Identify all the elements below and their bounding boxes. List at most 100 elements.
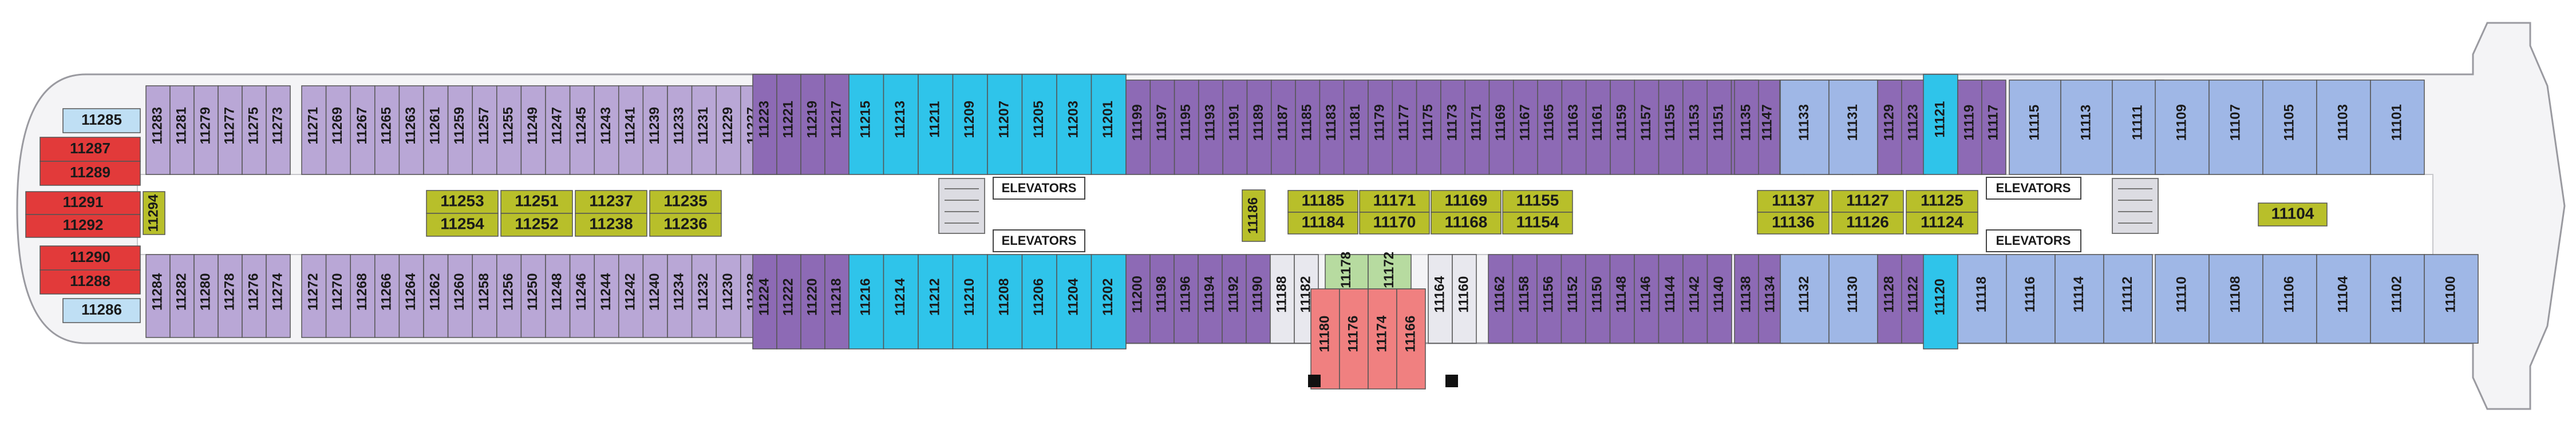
cabin-11275[interactable] <box>242 85 267 175</box>
cabin-11194[interactable] <box>1198 254 1223 344</box>
cabin-11244[interactable] <box>594 254 619 338</box>
cabin-11170[interactable] <box>1359 212 1430 235</box>
cabin-11116[interactable] <box>2006 254 2056 344</box>
cabin-11129[interactable] <box>1877 80 1902 175</box>
cabin-11122[interactable] <box>1901 254 1926 344</box>
cabin-11162[interactable] <box>1488 254 1514 344</box>
cabin-11120[interactable] <box>1923 254 1958 349</box>
cabin-11163[interactable] <box>1561 80 1587 175</box>
cabin-11280[interactable] <box>193 254 219 338</box>
cabin-11215[interactable] <box>848 74 884 175</box>
cabin-11152[interactable] <box>1560 254 1586 344</box>
cabin-11201[interactable] <box>1091 74 1127 175</box>
cabin-11256[interactable] <box>496 254 522 338</box>
cabin-11203[interactable] <box>1056 74 1092 175</box>
cabin-11175[interactable] <box>1416 80 1441 175</box>
cabin-11260[interactable] <box>447 254 473 338</box>
cabin-11254[interactable] <box>426 213 499 237</box>
cabin-11218[interactable] <box>824 254 850 349</box>
cabin-11274[interactable] <box>266 254 291 338</box>
cabin-11119[interactable] <box>1957 80 1982 175</box>
cabin-11160[interactable] <box>1452 254 1477 344</box>
cabin-11221[interactable] <box>776 74 801 175</box>
cabin-11211[interactable] <box>918 74 954 175</box>
cabin-11101[interactable] <box>2370 80 2425 175</box>
cabin-11282[interactable] <box>169 254 195 338</box>
cabin-11138[interactable] <box>1734 254 1759 344</box>
cabin-11186[interactable] <box>1242 189 1266 242</box>
cabin-11199[interactable] <box>1125 80 1151 175</box>
cabin-11237[interactable] <box>575 190 647 214</box>
cabin-11267[interactable] <box>350 85 376 175</box>
cabin-11155[interactable] <box>1502 190 1573 213</box>
cabin-11190[interactable] <box>1246 254 1271 344</box>
cabin-11142[interactable] <box>1682 254 1708 344</box>
cabin-11154[interactable] <box>1502 212 1573 235</box>
cabin-11234[interactable] <box>667 254 693 338</box>
cabin-11180[interactable] <box>1310 288 1340 390</box>
cabin-11150[interactable] <box>1585 254 1611 344</box>
cabin-11208[interactable] <box>987 254 1023 349</box>
cabin-11147[interactable] <box>1755 80 1780 175</box>
cabin-11191[interactable] <box>1222 80 1248 175</box>
cabin-11197[interactable] <box>1149 80 1175 175</box>
cabin-11117[interactable] <box>1981 80 2006 175</box>
cabin-11133[interactable] <box>1780 80 1830 175</box>
cabin-11202[interactable] <box>1091 254 1127 349</box>
cabin-11169[interactable] <box>1488 80 1514 175</box>
cabin-11148[interactable] <box>1609 254 1635 344</box>
cabin-11294[interactable] <box>143 191 165 235</box>
cabin-11121[interactable] <box>1923 74 1958 175</box>
cabin-11257[interactable] <box>472 85 497 175</box>
cabin-11231[interactable] <box>691 85 717 175</box>
cabin-11233[interactable] <box>667 85 693 175</box>
cabin-11172[interactable] <box>1368 254 1412 289</box>
cabin-11229[interactable] <box>716 85 741 175</box>
cabin-11173[interactable] <box>1440 80 1465 175</box>
cabin-11279[interactable] <box>193 85 219 175</box>
cabin-11130[interactable] <box>1828 254 1878 344</box>
cabin-11241[interactable] <box>618 85 644 175</box>
cabin-11248[interactable] <box>545 254 571 338</box>
cabin-11107[interactable] <box>2208 80 2263 175</box>
cabin-11168[interactable] <box>1431 212 1502 235</box>
cabin-11236[interactable] <box>649 213 722 237</box>
cabin-11166[interactable] <box>1396 288 1426 390</box>
cabin-11113[interactable] <box>2060 80 2113 175</box>
cabin-11171[interactable] <box>1464 80 1490 175</box>
cabin-11220[interactable] <box>800 254 825 349</box>
cabin-11238[interactable] <box>575 213 647 237</box>
cabin-11137[interactable] <box>1757 190 1830 213</box>
cabin-11206[interactable] <box>1021 254 1057 349</box>
cabin-11114[interactable] <box>2055 254 2104 344</box>
cabin-11105[interactable] <box>2262 80 2317 175</box>
cabin-11251[interactable] <box>500 190 573 214</box>
cabin-11240[interactable] <box>642 254 668 338</box>
cabin-11155[interactable] <box>1658 80 1684 175</box>
cabin-11205[interactable] <box>1021 74 1057 175</box>
cabin-11247[interactable] <box>545 85 571 175</box>
cabin-11124[interactable] <box>1906 212 1978 235</box>
cabin-11104[interactable] <box>2258 202 2328 227</box>
cabin-11210[interactable] <box>952 254 988 349</box>
cabin-11268[interactable] <box>350 254 376 338</box>
cabin-11266[interactable] <box>374 254 400 338</box>
cabin-11108[interactable] <box>2208 254 2263 344</box>
cabin-11128[interactable] <box>1877 254 1902 344</box>
cabin-11165[interactable] <box>1537 80 1563 175</box>
cabin-11132[interactable] <box>1780 254 1830 344</box>
cabin-11106[interactable] <box>2262 254 2317 344</box>
cabin-11290[interactable] <box>39 245 141 271</box>
cabin-11232[interactable] <box>691 254 717 338</box>
cabin-11285[interactable] <box>62 108 141 133</box>
cabin-11185[interactable] <box>1287 190 1358 213</box>
cabin-11118[interactable] <box>1957 254 2007 344</box>
cabin-11125[interactable] <box>1906 190 1978 213</box>
cabin-11246[interactable] <box>569 254 595 338</box>
cabin-11110[interactable] <box>2155 254 2210 344</box>
cabin-11239[interactable] <box>642 85 668 175</box>
cabin-11259[interactable] <box>447 85 473 175</box>
cabin-11258[interactable] <box>472 254 497 338</box>
cabin-11104[interactable] <box>2316 254 2371 344</box>
cabin-11252[interactable] <box>500 213 573 237</box>
